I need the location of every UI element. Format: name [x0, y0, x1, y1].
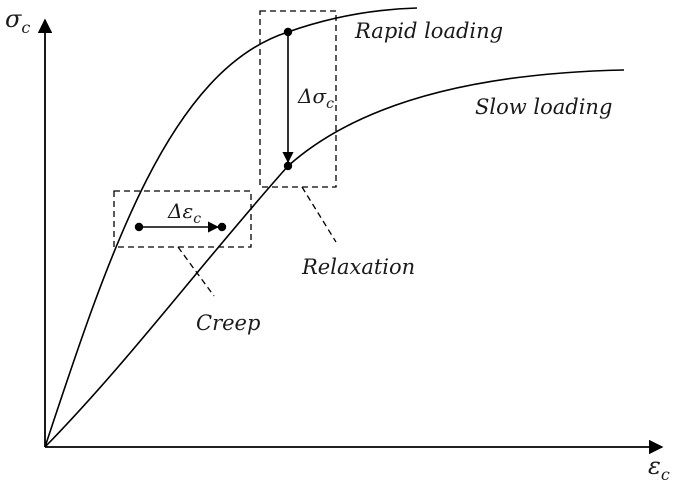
strain-increase-label: Δεc [167, 199, 201, 227]
relaxation-end-point [283, 161, 293, 171]
y-axis-label: σc [5, 5, 30, 37]
creep-end-point [217, 222, 227, 232]
creep-label: Creep [196, 311, 260, 335]
creep-box [113, 190, 252, 248]
stress-drop-label: Δσc [297, 84, 334, 112]
rapid-loading-curve [44, 7, 418, 448]
relaxation-label: Relaxation [301, 255, 415, 279]
relaxation-leader [301, 186, 337, 243]
rapid-loading-label: Rapid loading [354, 19, 503, 43]
slow-loading-label: Slow loading [475, 95, 612, 119]
creep-leader [177, 246, 215, 297]
x-axis-label: εc [648, 452, 670, 484]
relaxation-start-point [283, 27, 293, 37]
relaxation-box [259, 10, 337, 188]
creep-start-point [134, 222, 144, 232]
